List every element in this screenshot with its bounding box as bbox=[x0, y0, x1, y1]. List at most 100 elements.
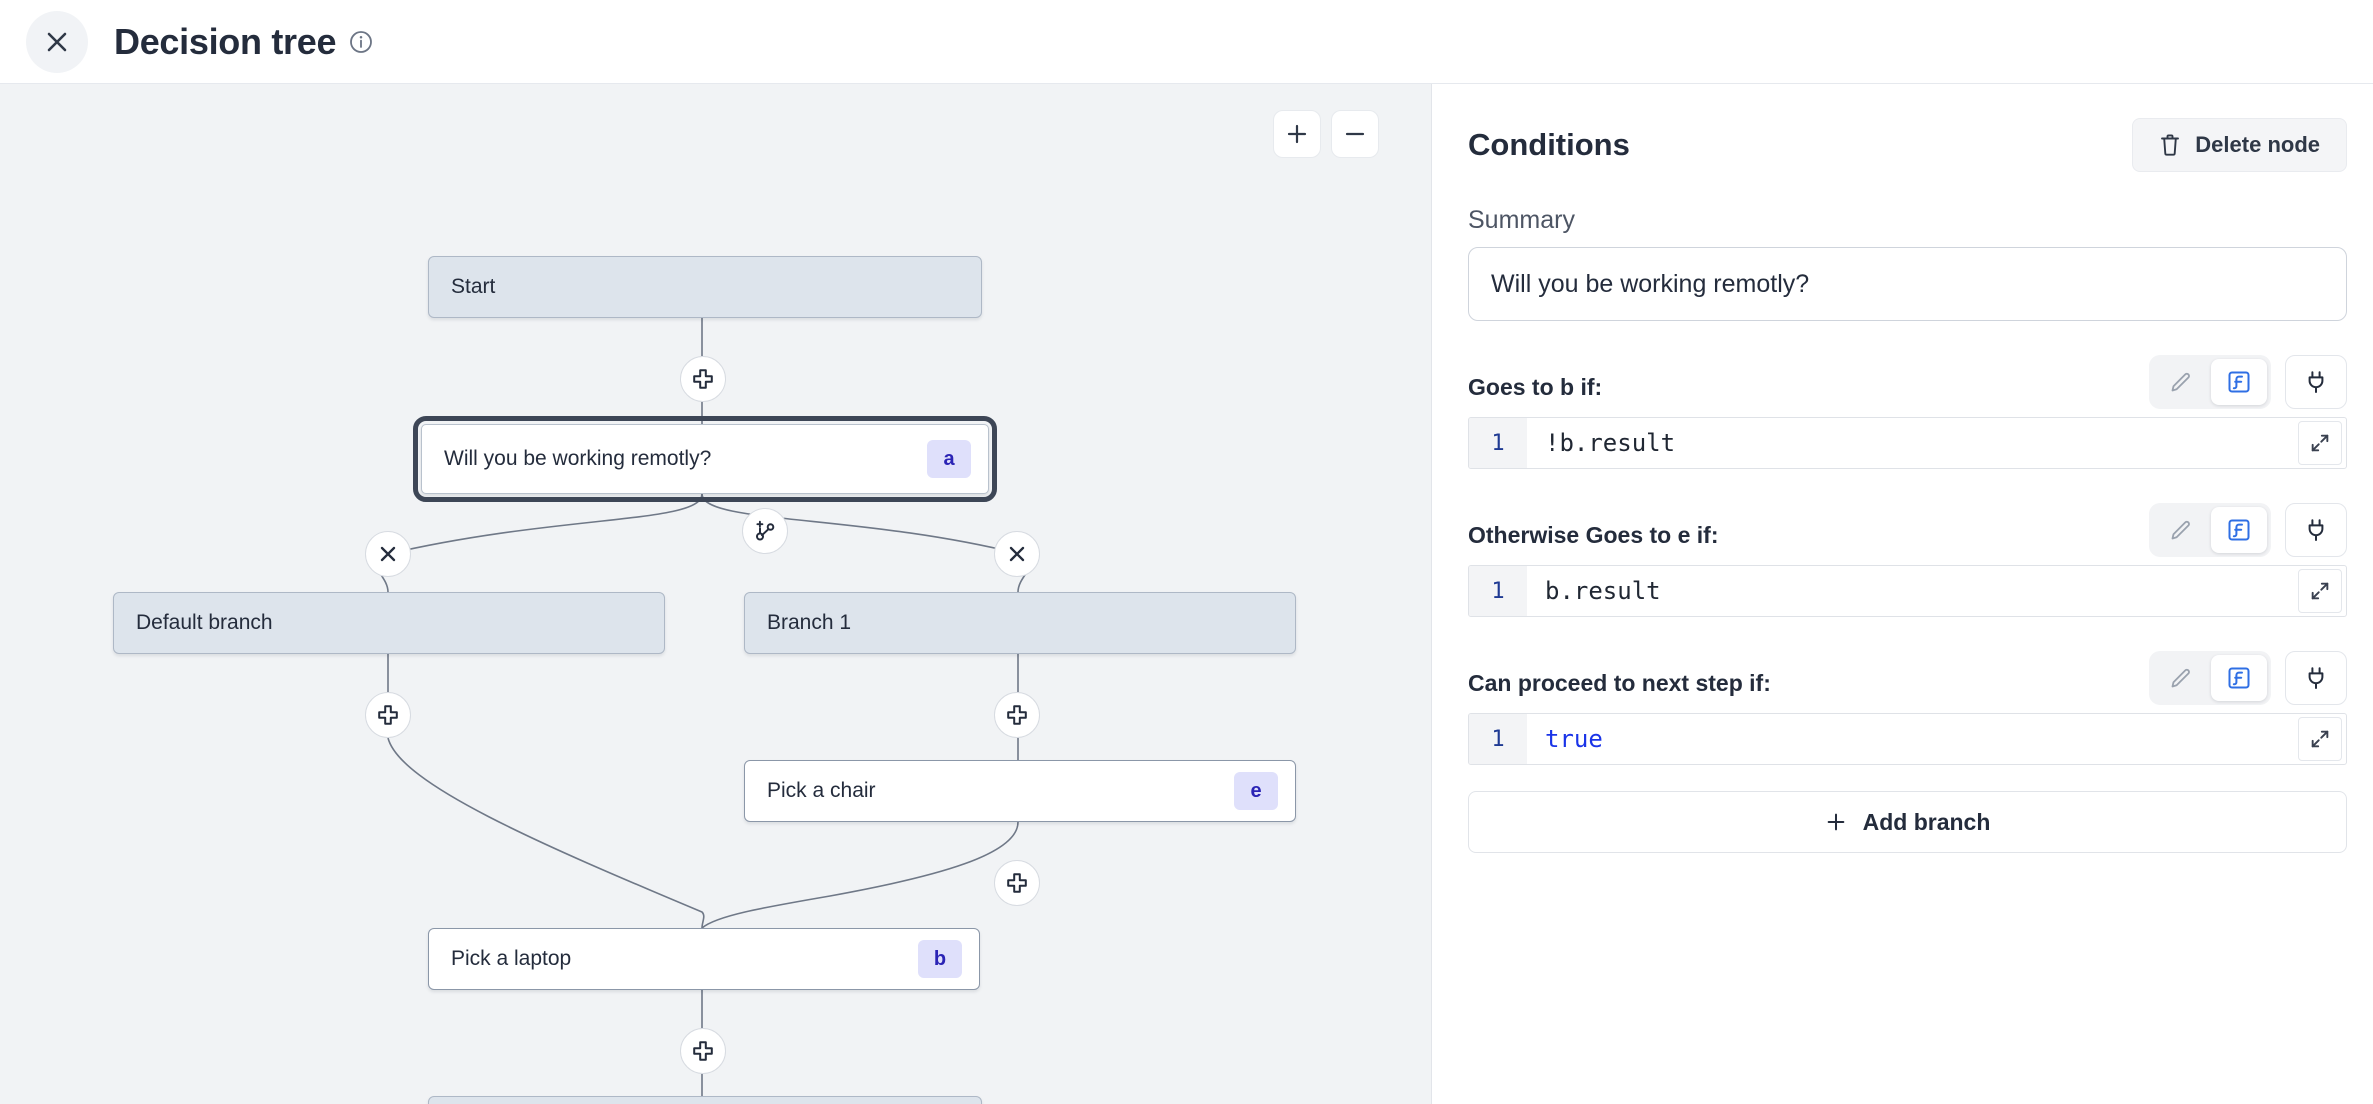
condition-block: Goes to b if:1!b.result bbox=[1468, 355, 2347, 469]
flow-node-label: Pick a chair bbox=[767, 779, 876, 802]
plus-icon bbox=[1007, 873, 1027, 893]
flow-node-label: Start bbox=[451, 275, 496, 298]
flow-edge bbox=[374, 493, 703, 593]
flow-edge bbox=[387, 737, 705, 929]
line-number: 1 bbox=[1469, 566, 1527, 616]
pencil-icon bbox=[2171, 372, 2190, 392]
text-mode-button[interactable] bbox=[2153, 655, 2209, 701]
flow-node-default[interactable]: Default branch bbox=[113, 592, 665, 654]
flow-handle-remove-default[interactable] bbox=[365, 531, 411, 577]
code-content[interactable]: b.result bbox=[1545, 577, 1661, 605]
flow-node-e[interactable]: Pick a chair e bbox=[744, 760, 1296, 822]
delete-node-button[interactable]: Delete node bbox=[2132, 118, 2347, 172]
function-mode-button[interactable] bbox=[2211, 507, 2267, 553]
connect-button[interactable] bbox=[2285, 503, 2347, 557]
line-number: 1 bbox=[1469, 418, 1527, 468]
add-branch-button[interactable]: Add branch bbox=[1468, 791, 2347, 853]
panel-header: Conditions Delete node bbox=[1468, 118, 2347, 172]
flow-node-end[interactable]: End bbox=[428, 1096, 982, 1104]
expand-editor-button[interactable] bbox=[2298, 421, 2342, 465]
function-icon bbox=[2228, 667, 2250, 689]
flow-node-badge: e bbox=[1234, 772, 1278, 810]
condition-header: Otherwise Goes to e if: bbox=[1468, 503, 2347, 557]
summary-input[interactable] bbox=[1468, 247, 2347, 321]
flow-handle-add-after-chair[interactable] bbox=[994, 860, 1040, 906]
delete-node-label: Delete node bbox=[2195, 132, 2320, 157]
flow-handle-add-branch-node[interactable] bbox=[742, 508, 788, 554]
code-content[interactable]: !b.result bbox=[1545, 429, 1676, 457]
expand-editor-button[interactable] bbox=[2298, 569, 2342, 613]
app-header: Decision tree bbox=[0, 0, 2373, 84]
connect-button[interactable] bbox=[2285, 355, 2347, 409]
flow-handle-add-after-default[interactable] bbox=[365, 692, 411, 738]
flow-node-a[interactable]: Will you be working remotly? a bbox=[413, 416, 997, 502]
text-mode-button[interactable] bbox=[2153, 507, 2209, 553]
flow-node-start[interactable]: Start bbox=[428, 256, 982, 318]
close-icon bbox=[1009, 546, 1025, 562]
pencil-icon bbox=[2171, 520, 2190, 540]
flow-node-branch1[interactable]: Branch 1 bbox=[744, 592, 1296, 654]
function-mode-button[interactable] bbox=[2211, 655, 2267, 701]
zoom-out-button[interactable] bbox=[1331, 110, 1379, 158]
code-editor[interactable]: 1 !b.result bbox=[1468, 417, 2347, 469]
condition-label: Otherwise Goes to e if: bbox=[1468, 522, 1719, 548]
text-mode-button[interactable] bbox=[2153, 359, 2209, 405]
flow-handle-add-after-start[interactable] bbox=[680, 356, 726, 402]
function-icon bbox=[2228, 371, 2250, 393]
info-icon[interactable] bbox=[349, 30, 373, 54]
minus-icon bbox=[1345, 132, 1365, 136]
function-mode-button[interactable] bbox=[2211, 359, 2267, 405]
condition-header: Can proceed to next step if: bbox=[1468, 651, 2347, 705]
editor-mode-toggle bbox=[2149, 651, 2271, 705]
condition-tools bbox=[2149, 651, 2347, 705]
flow-node-badge: b bbox=[918, 940, 962, 978]
close-icon bbox=[380, 546, 396, 562]
flow-edge bbox=[701, 821, 1019, 929]
flow-node-label: Default branch bbox=[136, 611, 273, 634]
plus-icon bbox=[693, 369, 713, 389]
zoom-controls bbox=[1273, 110, 1379, 158]
expand-icon bbox=[2311, 434, 2329, 452]
zoom-in-button[interactable] bbox=[1273, 110, 1321, 158]
flow-node-badge: a bbox=[927, 440, 971, 478]
page-title: Decision tree bbox=[114, 20, 337, 62]
close-icon bbox=[47, 32, 67, 51]
connect-button[interactable] bbox=[2285, 651, 2347, 705]
panel-title: Conditions bbox=[1468, 127, 1630, 162]
plus-icon bbox=[378, 705, 398, 725]
condition-label: Can proceed to next step if: bbox=[1468, 670, 1771, 696]
expand-icon bbox=[2311, 730, 2329, 748]
flow-node-b[interactable]: Pick a laptop b bbox=[428, 928, 980, 990]
condition-tools bbox=[2149, 355, 2347, 409]
flow-handle-add-after-branch1[interactable] bbox=[994, 692, 1040, 738]
flow-handle-remove-branch1[interactable] bbox=[994, 531, 1040, 577]
expand-editor-button[interactable] bbox=[2298, 717, 2342, 761]
flow-node-label: Will you be working remotly? bbox=[444, 447, 712, 470]
plug-icon bbox=[2308, 519, 2324, 541]
trash-icon bbox=[2161, 134, 2180, 156]
plus-icon bbox=[1827, 813, 1844, 831]
code-editor[interactable]: 1 b.result bbox=[1468, 565, 2347, 617]
condition-block: Otherwise Goes to e if: 1 b.result bbox=[1468, 503, 2347, 617]
condition-tools bbox=[2149, 503, 2347, 557]
plus-icon bbox=[1287, 124, 1307, 144]
editor-mode-toggle bbox=[2149, 355, 2271, 409]
plus-icon bbox=[693, 1041, 713, 1061]
pencil-icon bbox=[2171, 668, 2190, 688]
code-content[interactable]: true bbox=[1545, 725, 1603, 753]
editor-mode-toggle bbox=[2149, 503, 2271, 557]
flow-node-label: Pick a laptop bbox=[451, 947, 572, 970]
expand-icon bbox=[2311, 582, 2329, 600]
flow-handle-add-after-laptop[interactable] bbox=[680, 1028, 726, 1074]
plus-icon bbox=[1007, 705, 1027, 725]
close-editor-button[interactable] bbox=[26, 10, 88, 73]
flow-node-label: Branch 1 bbox=[767, 611, 852, 634]
function-icon bbox=[2228, 519, 2250, 541]
